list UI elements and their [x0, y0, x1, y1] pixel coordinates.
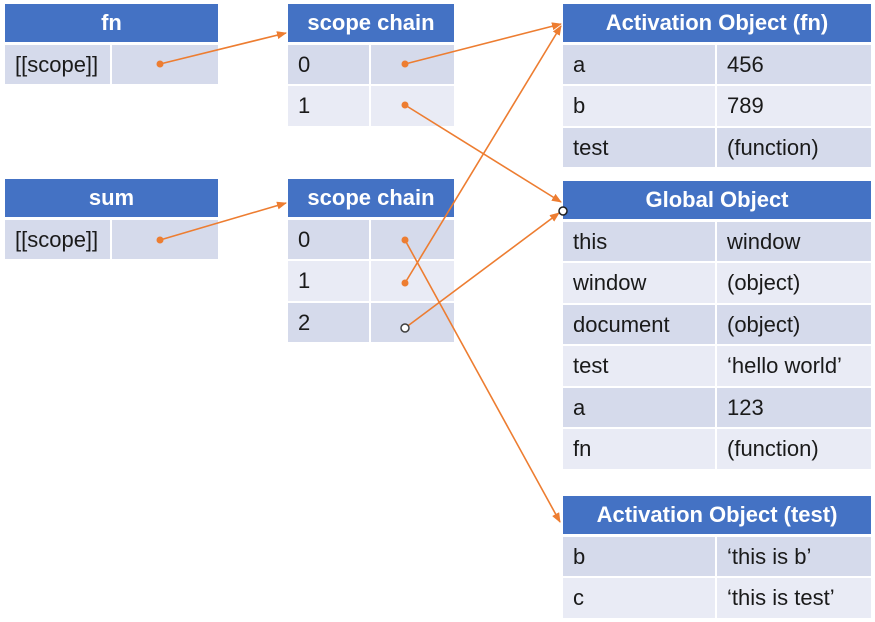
fn-scope-chain-index-0: 0	[288, 45, 369, 84]
ao-fn-header: Activation Object (fn)	[563, 4, 871, 42]
global-value-test: ‘hello world’	[717, 346, 871, 386]
global-value-this: window	[717, 222, 871, 261]
fn-scope-label: [[scope]]	[5, 45, 110, 84]
sum-scope-chain-index-1: 1	[288, 261, 369, 301]
global-key-test: test	[563, 346, 715, 386]
global-key-window: window	[563, 263, 715, 303]
global-key-this: this	[563, 222, 715, 261]
fn-scope-chain-pointer-1	[371, 86, 454, 126]
fn-scope-pointer-cell	[112, 45, 218, 84]
global-object-header: Global Object	[563, 181, 871, 219]
sum-scope-label: [[scope]]	[5, 220, 110, 259]
ao-fn-key-b: b	[563, 86, 715, 126]
ao-test-value-b: ‘this is b’	[717, 537, 871, 576]
global-key-document: document	[563, 305, 715, 344]
sum-scope-chain-pointer-2	[371, 303, 454, 342]
ao-fn-key-test: test	[563, 128, 715, 167]
fn-scope-chain-index-1: 1	[288, 86, 369, 126]
ao-fn-value-b: 789	[717, 86, 871, 126]
sum-scope-chain-index-2: 2	[288, 303, 369, 342]
global-value-a: 123	[717, 388, 871, 427]
fn-box-header: fn	[5, 4, 218, 42]
fn-scope-chain-header: scope chain	[288, 4, 454, 42]
sum-box-header: sum	[5, 179, 218, 217]
global-value-document: (object)	[717, 305, 871, 344]
sum-scope-chain-pointer-1	[371, 261, 454, 301]
sum-scope-pointer-cell	[112, 220, 218, 259]
ao-fn-value-test: (function)	[717, 128, 871, 167]
ao-test-key-c: c	[563, 578, 715, 618]
ao-fn-key-a: a	[563, 45, 715, 84]
global-key-fn: fn	[563, 429, 715, 469]
ao-test-header: Activation Object (test)	[563, 496, 871, 534]
fn-scope-chain-pointer-0	[371, 45, 454, 84]
sum-scope-chain-header: scope chain	[288, 179, 454, 217]
sum-scope-chain-pointer-0	[371, 220, 454, 259]
global-value-window: (object)	[717, 263, 871, 303]
ao-test-value-c: ‘this is test’	[717, 578, 871, 618]
global-value-fn: (function)	[717, 429, 871, 469]
sum-scope-chain-index-0: 0	[288, 220, 369, 259]
ao-fn-value-a: 456	[717, 45, 871, 84]
ao-test-key-b: b	[563, 537, 715, 576]
global-key-a: a	[563, 388, 715, 427]
